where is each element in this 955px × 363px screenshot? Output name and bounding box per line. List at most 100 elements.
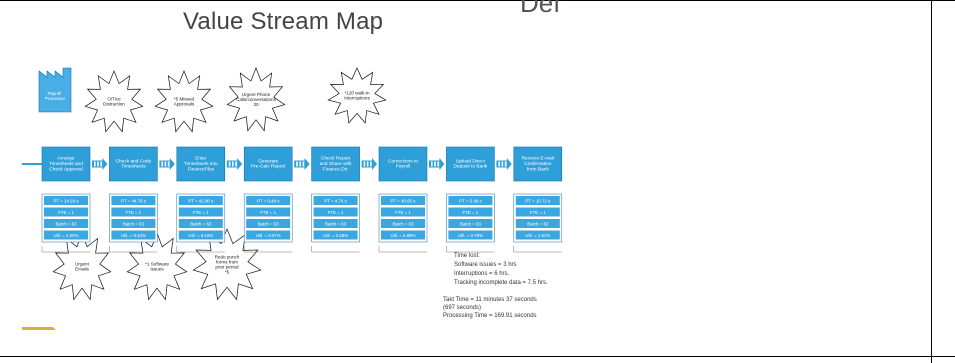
data-cell	[44, 196, 88, 205]
process-utilization: Util. = 0.79%	[458, 233, 483, 238]
data-cell	[448, 219, 493, 228]
supplier-label: Payroll Processor	[45, 91, 66, 101]
push-arrow	[361, 158, 377, 170]
process-time: PT = 44.76 s	[121, 198, 147, 203]
data-cell	[178, 230, 223, 240]
data-cell	[246, 230, 291, 240]
push-arrow-stripe	[232, 161, 234, 167]
kaizen-burst-shape	[192, 228, 262, 301]
data-cell	[111, 219, 156, 228]
slide-title: Value Stream Map	[183, 8, 384, 35]
push-arrow-stripe	[299, 161, 301, 167]
supplier-factory-icon: Payroll Processor	[38, 67, 72, 113]
push-arrow-head	[372, 158, 377, 170]
push-arrow-head	[439, 158, 445, 170]
data-cell	[448, 196, 493, 205]
push-arrow-stripe	[235, 161, 237, 167]
process-rect	[176, 146, 226, 182]
process-rect	[243, 146, 293, 182]
process-batch: Batch = 63	[325, 221, 347, 226]
data-cell	[313, 230, 358, 240]
data-cell	[515, 219, 560, 228]
process-batch: Batch = 63	[527, 221, 549, 226]
push-arrow-body	[496, 160, 507, 168]
time-lost-line-2: Interruptions = 6 hrs.	[454, 271, 510, 277]
data-cell	[111, 230, 156, 240]
push-arrow-stripe	[431, 161, 433, 167]
push-arrow-head	[102, 158, 108, 170]
push-arrow-stripe	[363, 161, 366, 167]
push-arrow	[496, 158, 512, 170]
process-rect	[109, 146, 158, 182]
takt-time-notes: Takt Time = 11 minutes 37 seconds (697 s…	[443, 296, 593, 320]
push-arrow-head	[506, 158, 512, 170]
kaizen-burst-shape	[84, 70, 144, 133]
process-time: PT = 0.48 s	[257, 198, 280, 203]
push-arrow-stripe	[296, 161, 298, 167]
process-fte: FTE = 1	[58, 210, 74, 215]
top-border	[0, 0, 955, 1]
push-arrow-head	[304, 158, 310, 170]
process-batch: Batch = 63	[190, 221, 212, 226]
time-lost-heading: Time lost:	[454, 253, 480, 259]
data-cell	[313, 196, 358, 205]
push-arrow-stripe	[100, 161, 102, 167]
data-cell	[381, 219, 425, 228]
data-cell	[381, 196, 425, 205]
process-utilization: Util. = 6.16%	[188, 233, 213, 238]
data-cell	[44, 230, 88, 240]
push-arrow	[294, 158, 310, 170]
push-arrow	[159, 158, 175, 170]
process-time: PT = 5.48 s	[459, 198, 482, 203]
data-cell	[178, 219, 223, 228]
kaizen-burst-shape	[52, 231, 112, 301]
push-arrow-stripe	[167, 161, 170, 167]
process-batch: Batch = 63	[460, 221, 482, 226]
push-arrow	[429, 158, 445, 170]
process-rect	[311, 146, 360, 182]
push-arrow-stripe	[501, 161, 504, 167]
data-cell	[313, 219, 358, 228]
process-utilization: Util. = 0.68%	[323, 233, 348, 238]
data-cell	[246, 207, 291, 217]
data-cell	[313, 207, 358, 217]
push-arrow-stripe	[164, 161, 167, 167]
process-rect	[446, 146, 495, 182]
data-cell	[246, 219, 291, 228]
push-arrow-stripe	[302, 161, 305, 167]
data-cell	[44, 207, 88, 217]
process-time: PT = 40.95 s	[391, 198, 417, 203]
push-arrow-head	[237, 158, 243, 170]
push-arrow	[92, 158, 108, 170]
kaizen-burst-shape	[126, 232, 188, 301]
push-arrow-stripe	[504, 161, 507, 167]
data-cell	[448, 207, 493, 217]
process-utilization: Util. = 6.43%	[121, 233, 146, 238]
process-fte: FTE = 1	[260, 210, 276, 215]
process-batch: Batch = 63	[258, 221, 280, 226]
push-arrow-stripe	[437, 161, 439, 167]
